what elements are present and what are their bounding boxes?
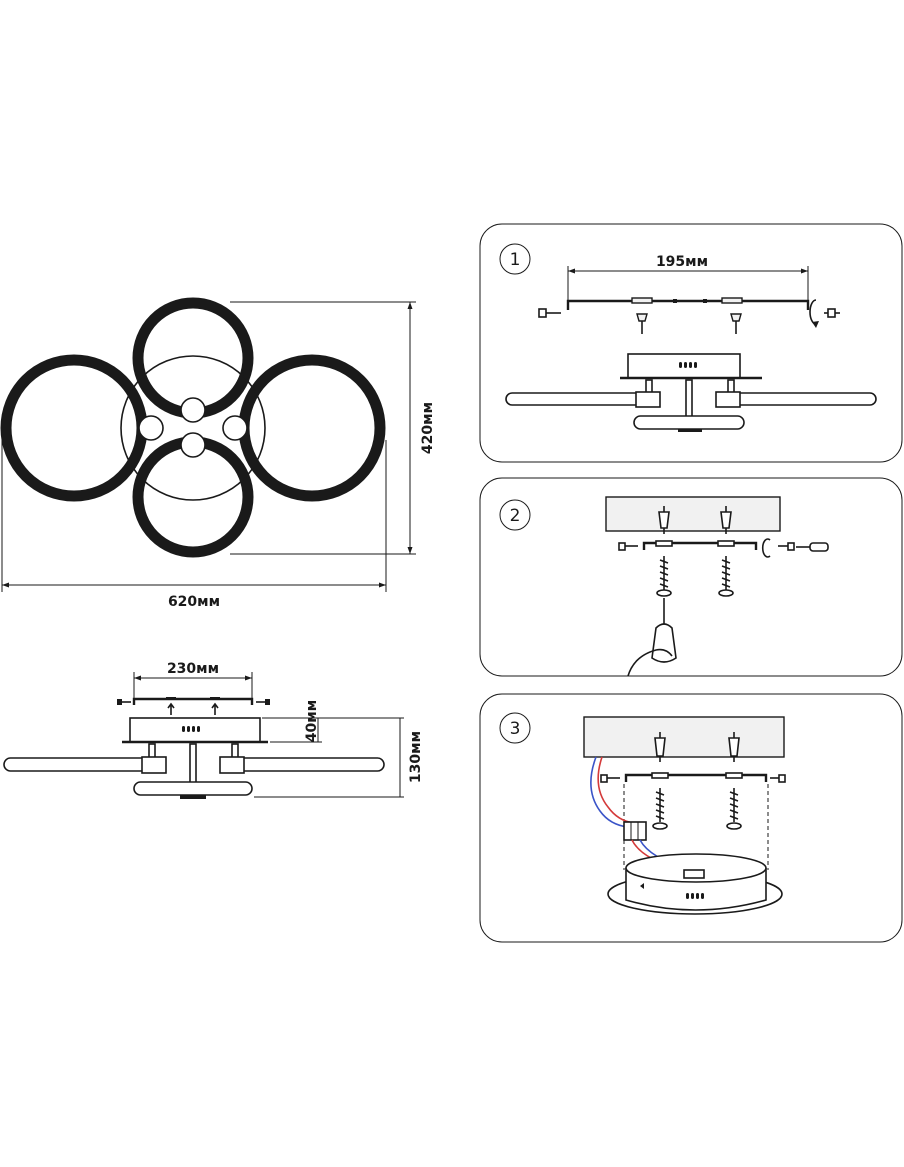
step3-base-top: [625, 853, 767, 883]
bracket-width-label: 195мм: [656, 254, 708, 270]
joint-node-top: [180, 397, 206, 423]
step-3-frame: [479, 693, 903, 943]
step1-bracket: [566, 299, 810, 310]
step-2-frame: [479, 477, 903, 677]
side-arm-left: [3, 757, 163, 772]
side-arrow-right: [211, 702, 219, 715]
width-arrow-left: [2, 582, 9, 588]
step-1-frame: [479, 223, 903, 463]
side-lower-cap: [180, 795, 206, 799]
side-screw-head-right: [265, 699, 270, 705]
side-slot-left: [166, 697, 176, 700]
side-joint-right: [219, 756, 245, 774]
joint-node-left: [138, 415, 164, 441]
step1-lower-ring: [633, 415, 745, 430]
total-height-label: 130мм: [408, 731, 424, 783]
step-2-panel: 2: [479, 477, 903, 677]
joint-node-bottom: [180, 432, 206, 458]
mount-width-label: 230мм: [167, 661, 219, 677]
mount-height-label: 40мм: [304, 700, 320, 742]
side-bracket: [132, 697, 254, 705]
side-arm-right: [221, 757, 385, 772]
step3-wire-red: [597, 756, 635, 824]
side-slot-right: [210, 697, 220, 700]
joint-node-right: [222, 415, 248, 441]
step2-bracket: [642, 541, 758, 550]
step-1-badge: [499, 243, 531, 275]
side-screw-head-left: [117, 699, 122, 705]
step-3-badge: [499, 712, 531, 744]
step-3-number: 3: [510, 719, 521, 739]
width-label: 620мм: [168, 594, 220, 610]
step3-wire-blue: [590, 756, 629, 828]
height-label: 420мм: [420, 402, 436, 454]
step1-arm-right: [717, 392, 877, 406]
side-arrow-left: [167, 702, 175, 715]
step-1-number: 1: [510, 250, 521, 270]
width-arrow-right: [379, 582, 386, 588]
top-view-drawing: 620мм 420мм: [0, 297, 436, 610]
step2-ceiling: [605, 496, 781, 532]
top-ring: [132, 297, 254, 419]
base-outline: [120, 355, 266, 501]
side-lower-ring: [133, 781, 253, 796]
step-1-panel: 1 195мм: [479, 223, 903, 463]
step2-hand: [627, 648, 673, 677]
height-arrow-top: [407, 302, 413, 309]
bottom-ring: [132, 436, 254, 558]
step-3-panel: 3: [479, 693, 903, 943]
step3-ceiling: [583, 716, 785, 758]
side-joint-left: [141, 756, 167, 774]
step3-terminal-block: [623, 821, 647, 841]
height-arrow-bottom: [407, 547, 413, 554]
step2-screwdriver-handle: [651, 623, 677, 663]
side-view-drawing: 230мм 40мм 130мм: [3, 661, 424, 799]
step-2-number: 2: [510, 506, 521, 526]
step-2-badge: [499, 499, 531, 531]
step3-bracket: [624, 773, 768, 782]
step1-rotate-arrow: [809, 299, 817, 325]
step3-connector: [683, 869, 705, 879]
